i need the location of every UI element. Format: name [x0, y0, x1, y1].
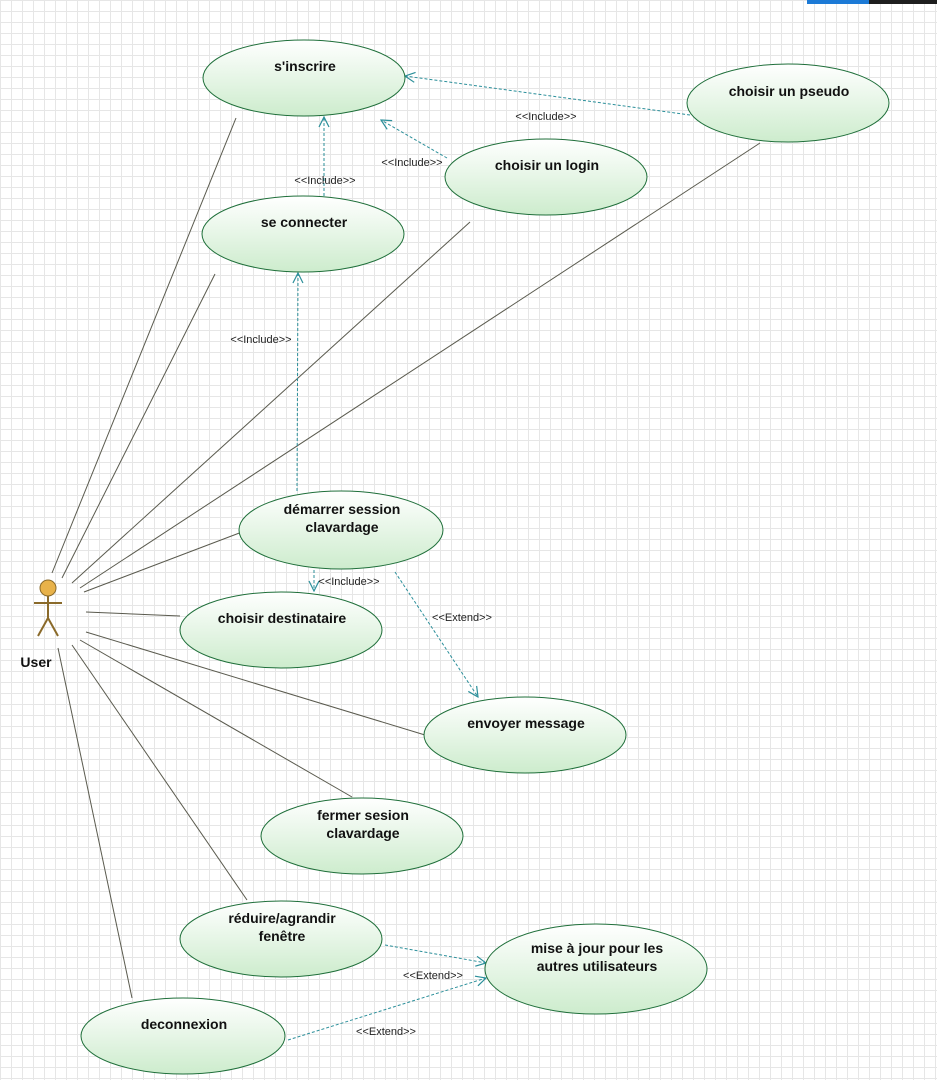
- use-case-ellipse: [423, 696, 627, 774]
- use-case-ellipse: [201, 195, 405, 273]
- use-case-label: choisir destinataire: [218, 610, 347, 626]
- window-top-accent: [807, 0, 869, 4]
- use-case-pseudo[interactable]: choisir un pseudo: [686, 63, 890, 143]
- window-top-bar: [807, 0, 937, 4]
- stereotype-label-pseudo-sinscrire: <<Include>>: [515, 111, 576, 123]
- dependency-demarrer-envoyer[interactable]: [394, 571, 478, 697]
- use-case-label: deconnexion: [141, 1016, 227, 1032]
- association-user-login[interactable]: [71, 221, 471, 584]
- use-case-ellipse: [444, 138, 648, 216]
- use-case-label: mise à jour pour les: [531, 940, 663, 956]
- use-case-ellipse: [260, 797, 464, 875]
- use-case-connecter[interactable]: se connecter: [201, 195, 405, 273]
- use-case-label: se connecter: [261, 214, 348, 230]
- association-user-deconnexion[interactable]: [57, 647, 133, 999]
- use-case-ellipse: [238, 490, 444, 570]
- use-case-ellipse: [80, 997, 286, 1075]
- association-user-pseudo[interactable]: [79, 142, 761, 589]
- association-lines: [51, 117, 761, 999]
- actor-leg-right: [47, 617, 59, 637]
- use-case-deconnexion[interactable]: deconnexion: [80, 997, 286, 1075]
- association-user-connecter[interactable]: [61, 273, 216, 579]
- dependency-deconnexion-miseajour[interactable]: [287, 978, 486, 1041]
- association-user-sinscrire[interactable]: [51, 117, 237, 574]
- use-case-ellipse: [179, 900, 383, 978]
- use-case-label: fermer sesion: [317, 807, 409, 823]
- use-case-label: clavardage: [305, 519, 378, 535]
- dependency-demarrer-connecter[interactable]: [297, 273, 298, 492]
- use-case-destinataire[interactable]: choisir destinataire: [179, 591, 383, 669]
- use-case-label: choisir un login: [495, 157, 599, 173]
- association-user-reduire[interactable]: [71, 644, 248, 901]
- use-case-ellipse: [202, 39, 406, 117]
- dependency-lines: <<Include>> <<Include>> <<Include>> <<Inclu…: [230, 76, 691, 1041]
- actor-head: [39, 579, 57, 597]
- use-case-ellipse: [484, 923, 708, 1015]
- dependency-pseudo-sinscrire[interactable]: [405, 76, 691, 116]
- stereotype-label-demarrer-destinataire: <<Include>>: [318, 576, 379, 588]
- stereotype-label-connecter-sinscrire: <<Include>>: [294, 175, 355, 187]
- stereotype-label-reduire-miseajour: <<Extend>>: [403, 970, 463, 982]
- use-case-label: envoyer message: [467, 715, 585, 731]
- association-user-demarrer[interactable]: [83, 531, 243, 593]
- use-case-label: clavardage: [326, 825, 399, 841]
- actor-label: User: [20, 654, 52, 670]
- actor[interactable]: User: [20, 579, 62, 670]
- use-case-ellipse: [686, 63, 890, 143]
- use-case-envoyer[interactable]: envoyer message: [423, 696, 627, 774]
- actor-leg-left: [37, 617, 49, 637]
- stereotype-label-deconnexion-miseajour: <<Extend>>: [356, 1026, 416, 1038]
- use-case-label: autres utilisateurs: [537, 958, 658, 974]
- use-case-miseajour[interactable]: mise à jour pour les autres utilisateurs: [484, 923, 708, 1015]
- use-case-reduire[interactable]: réduire/agrandir fenêtre: [179, 900, 383, 978]
- use-case-demarrer[interactable]: démarrer session clavardage: [238, 490, 444, 570]
- stereotype-label-demarrer-connecter: <<Include>>: [230, 334, 291, 346]
- use-case-label: choisir un pseudo: [729, 83, 850, 99]
- use-case-label: réduire/agrandir: [228, 910, 336, 926]
- use-case-label: démarrer session: [284, 501, 401, 517]
- stereotype-label-demarrer-envoyer: <<Extend>>: [432, 612, 492, 624]
- use-cases: s'inscrire choisir un pseudo choisir un lo…: [80, 39, 890, 1075]
- stereotype-label-login-sinscrire: <<Include>>: [381, 157, 442, 169]
- use-case-ellipse: [179, 591, 383, 669]
- association-user-destinataire[interactable]: [85, 611, 181, 617]
- use-case-login[interactable]: choisir un login: [444, 138, 648, 216]
- use-case-label: s'inscrire: [274, 58, 336, 74]
- use-case-label: fenêtre: [259, 928, 306, 944]
- association-user-envoyer[interactable]: [85, 631, 426, 736]
- dependency-login-sinscrire[interactable]: [381, 120, 448, 159]
- use-case-fermer[interactable]: fermer sesion clavardage: [260, 797, 464, 875]
- dependency-reduire-miseajour[interactable]: [384, 944, 486, 963]
- association-user-fermer[interactable]: [79, 639, 353, 798]
- use-case-sinscrire[interactable]: s'inscrire: [202, 39, 406, 117]
